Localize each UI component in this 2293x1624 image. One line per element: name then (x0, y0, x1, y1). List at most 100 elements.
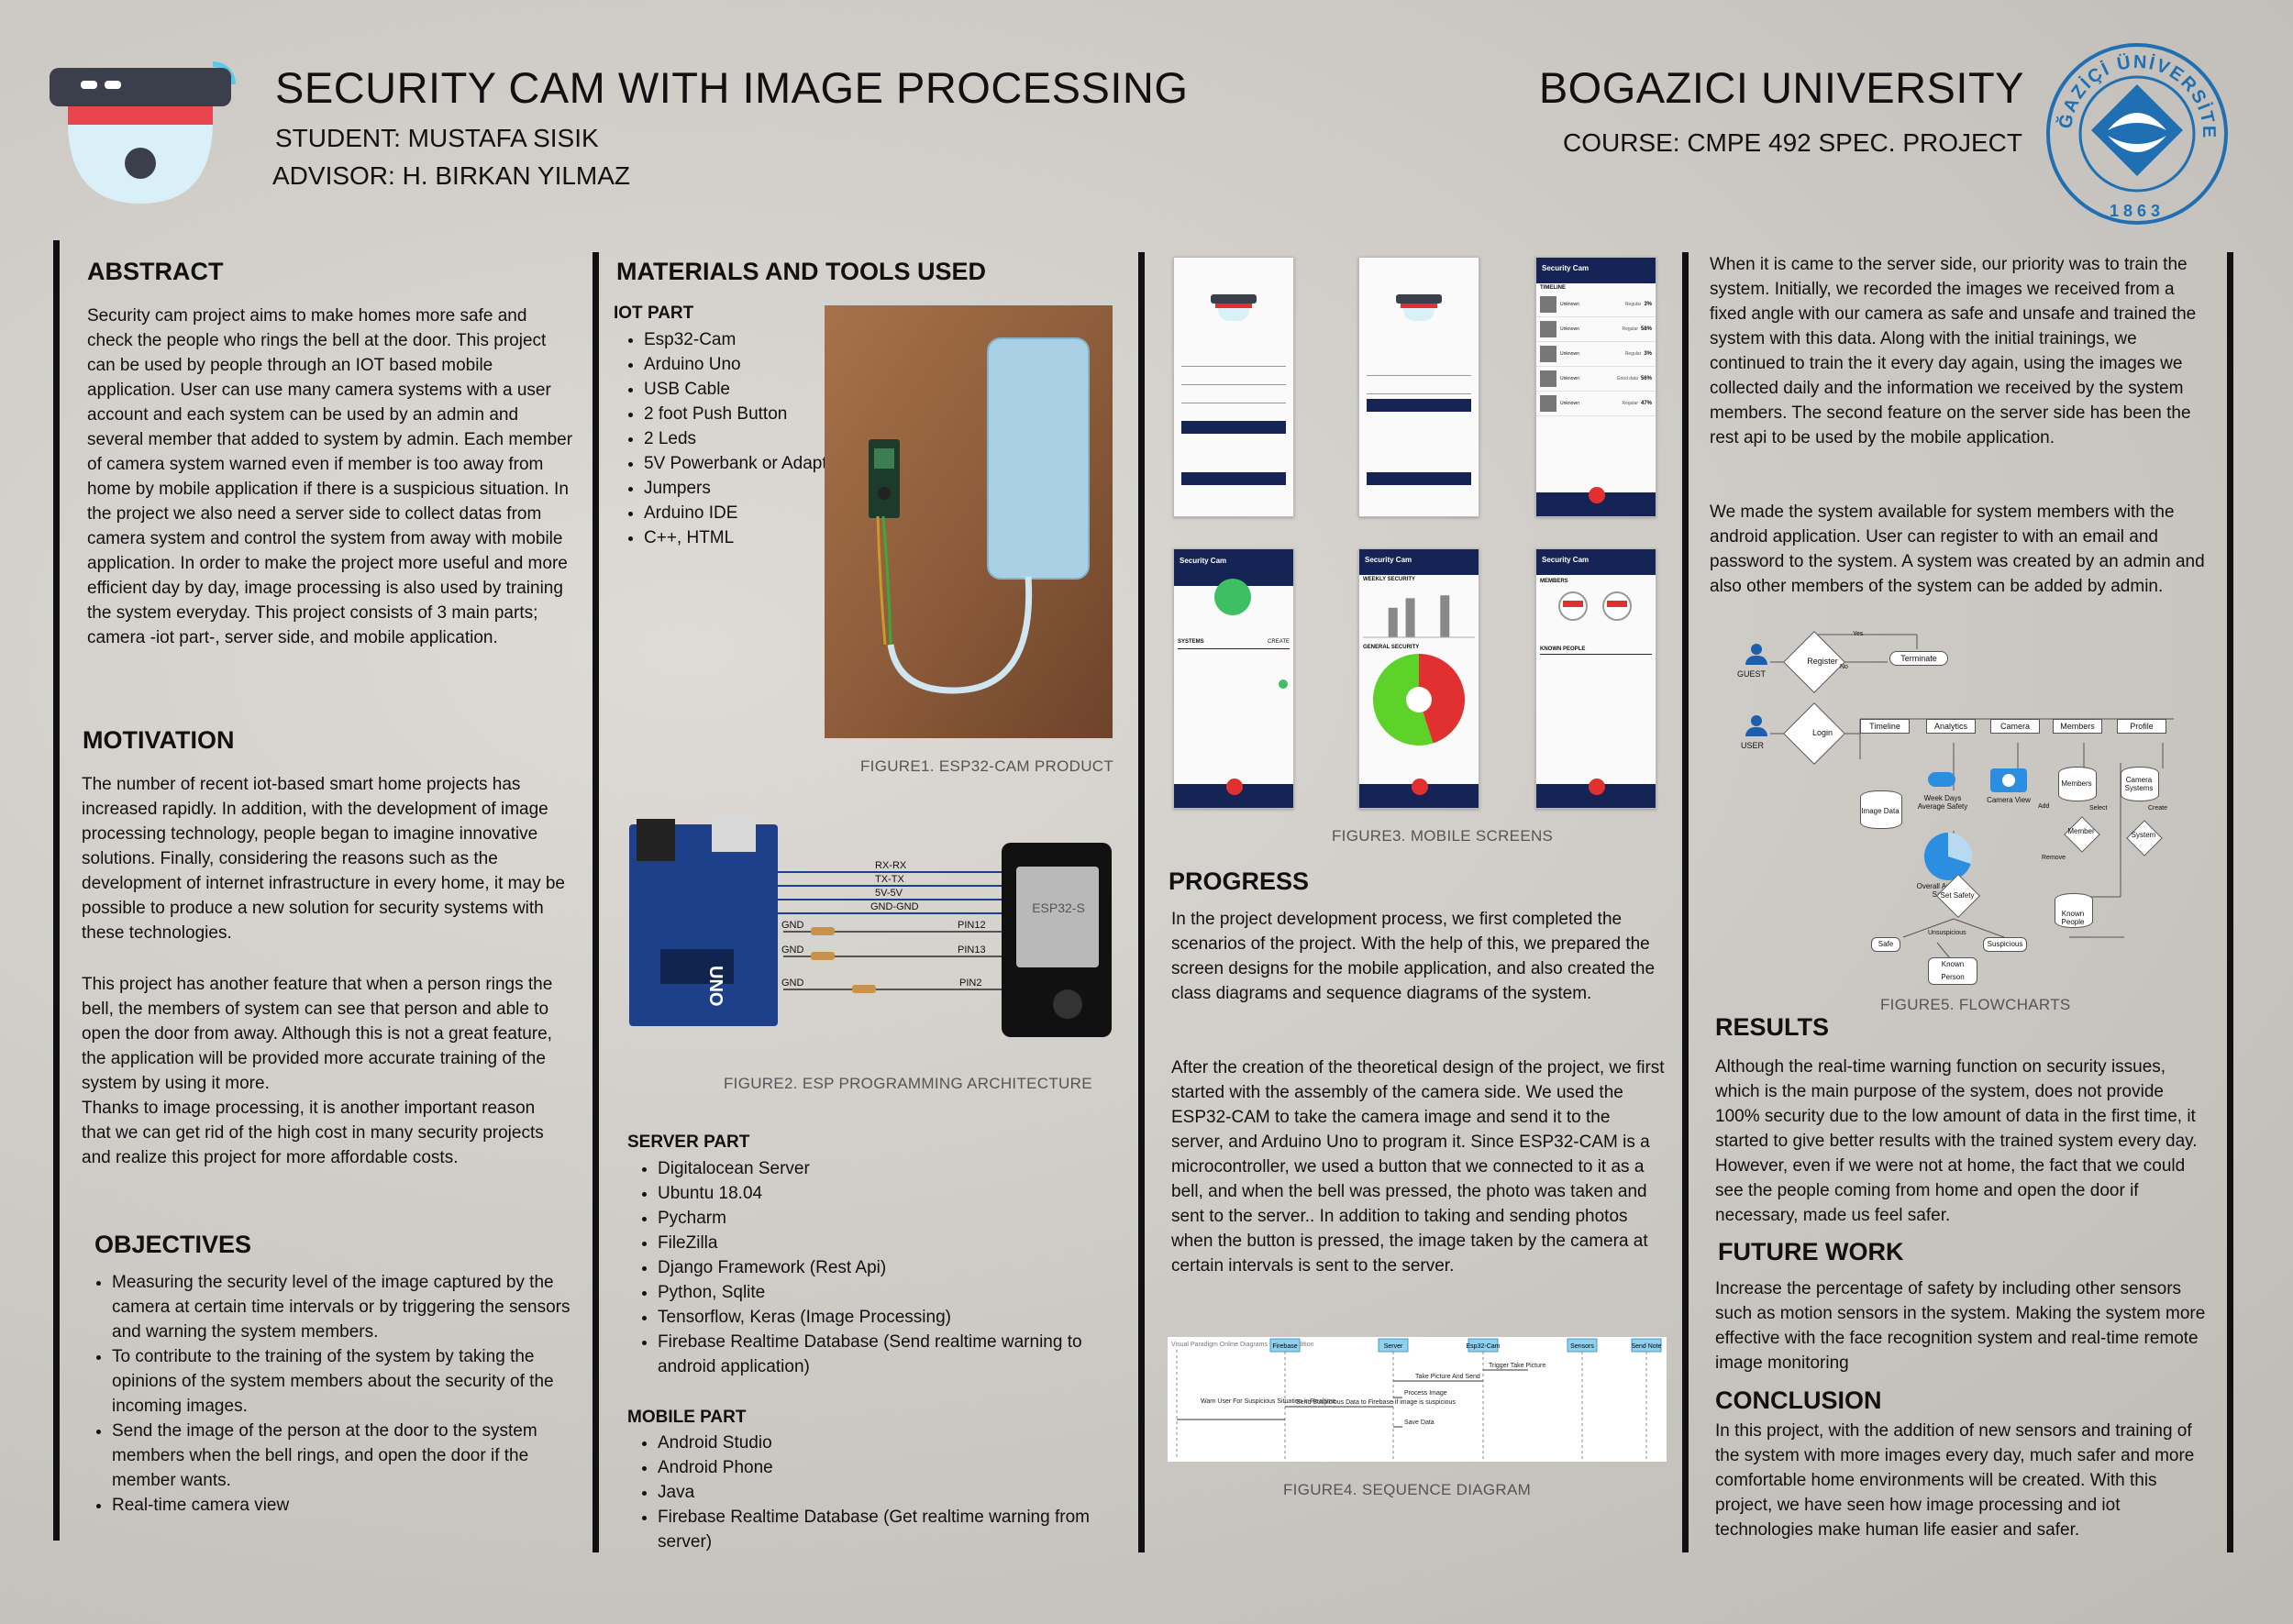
known-person-node: Known Person (1928, 957, 1977, 985)
lifeline-label: Sensors (1570, 1343, 1594, 1350)
motivation-heading: MOTIVATION (83, 726, 235, 754)
list-item: Firebase Realtime Database (Get realtime… (658, 1505, 1135, 1554)
timeline-node: Timeline (1860, 719, 1910, 734)
add-label: Add (2038, 803, 2050, 810)
list-item: Python, Sqlite (658, 1280, 1135, 1305)
flowchart-diagram: GUEST Register Terminate USER Login Time… (1724, 624, 2183, 990)
list-item: To contribute to the training of the sys… (112, 1344, 587, 1419)
analytics-screen: Security Cam WEEKLY SECURITY GENERAL SEC… (1358, 548, 1479, 809)
progress-paragraph-2: After the creation of the theoretical de… (1171, 1058, 1665, 1276)
list-item: Measuring the security level of the imag… (112, 1270, 587, 1344)
camera-view-label: Camera View (1987, 796, 2031, 804)
motivation-paragraph-2: This project has another feature that wh… (82, 975, 553, 1093)
future-work-text: Increase the percentage of safety by inc… (1715, 1279, 2206, 1373)
svg-text:UNO: UNO (705, 966, 726, 1006)
camera-icon (1990, 768, 2027, 792)
camera-node: Camera (1990, 719, 2040, 734)
svg-text:Trigger Take Picture: Trigger Take Picture (1489, 1363, 1545, 1369)
list-item: Arduino IDE (644, 501, 846, 525)
timeline-name: Unknown (1560, 376, 1579, 381)
conclusion-text: In this project, with the addition of ne… (1715, 1421, 2195, 1540)
figure5-caption: FIGURE5. FLOWCHARTS (1880, 996, 2071, 1013)
server-side-paragraph-2: We made the system available for system … (1710, 503, 2205, 596)
thumbnail (1540, 346, 1556, 362)
svg-text:Warn User For Suspicious Situa: Warn User For Suspicious Situation in Re… (1201, 1398, 1336, 1405)
timeline-name: Unknown (1560, 351, 1579, 357)
svg-text:GND: GND (781, 920, 804, 931)
list-item: Android Studio (658, 1431, 1135, 1455)
progress-heading: PROGRESS (1169, 867, 1310, 895)
pie-slice (1419, 654, 1465, 744)
register-label: Register (1807, 657, 1838, 666)
weekly-bar (1440, 595, 1450, 637)
materials-heading: MATERIALS AND TOOLS USED (616, 258, 987, 285)
members-db (2058, 767, 2097, 801)
timeline-percent: 3% (1644, 302, 1652, 307)
student-name: STUDENT: MUSTAFA SISIK (275, 124, 599, 152)
lifeline-label: Firebase (1272, 1343, 1297, 1350)
list-item: Java (658, 1480, 1135, 1505)
system-label: System (2131, 831, 2156, 839)
security-camera-icon (50, 61, 236, 204)
suspicious-node: Suspicious (1983, 937, 2027, 952)
unsuspicious-label: Unsuspicious (1928, 930, 1966, 936)
university-name: BOGAZICI UNIVERSITY (1538, 63, 2024, 112)
guest-label: GUEST (1737, 669, 1767, 679)
timeline-status: Regular (1624, 302, 1642, 307)
svg-text:PIN13: PIN13 (958, 945, 986, 956)
image-data-label: Image Data (1861, 807, 1900, 815)
pie-slice (1373, 654, 1434, 746)
objectives-list: Measuring the security level of the imag… (83, 1270, 587, 1518)
avatar (1214, 579, 1251, 615)
avatar (1602, 591, 1632, 621)
register-screen (1358, 257, 1479, 517)
timeline-percent: 58% (1640, 326, 1652, 332)
mobile-part-title: MOBILE PART (627, 1408, 747, 1427)
yes-label: Yes (1853, 631, 1864, 637)
avatar (1558, 591, 1588, 621)
pie-slice (1924, 833, 1971, 880)
esp32-cam-photo (825, 305, 1113, 738)
no-label: No (1840, 664, 1848, 670)
list-item: 2 Leds (644, 426, 846, 451)
user-icon (1745, 715, 1768, 736)
list-item: Django Framework (Rest Api) (658, 1255, 1135, 1280)
svg-text:1863: 1863 (2110, 202, 2165, 220)
app-logo-icon (1211, 294, 1257, 326)
timeline-name: Unknown (1560, 401, 1579, 406)
svg-text:Save Data: Save Data (1404, 1420, 1435, 1426)
thumbnail (1540, 395, 1556, 412)
iot-part-list: Esp32-Cam Arduino Uno USB Cable 2 foot P… (615, 327, 846, 550)
svg-text:Send Suspicious Data to Fireba: Send Suspicious Data to Firebase if imag… (1296, 1399, 1456, 1406)
svg-text:Take Picture And Send: Take Picture And Send (1415, 1374, 1480, 1380)
lifeline-label: Send Note (1631, 1343, 1661, 1350)
timeline-percent: 47% (1640, 401, 1652, 406)
objectives-heading: OBJECTIVES (94, 1231, 252, 1258)
guest-user-icon (1745, 644, 1768, 665)
list-item: Digitalocean Server (658, 1156, 1135, 1181)
svg-text:5V-5V: 5V-5V (875, 888, 903, 899)
systems-screen: Security Cam SYSTEMS CREATE (1173, 548, 1294, 809)
list-item: Real-time camera view (112, 1493, 587, 1518)
login-screen (1173, 257, 1294, 517)
image-data-db (1860, 790, 1902, 829)
pie-center (1406, 687, 1432, 713)
camera-systems-db (2121, 767, 2159, 801)
abstract-text: Security cam project aims to make homes … (87, 306, 573, 647)
list-item: 5V Powerbank or Adapter (644, 451, 846, 476)
pie-slice (1948, 833, 1972, 865)
list-item: 2 foot Push Button (644, 402, 846, 426)
safe-node: Safe (1871, 937, 1900, 952)
figure4-caption: FIGURE4. SEQUENCE DIAGRAM (1283, 1481, 1532, 1498)
general-security-pie (1373, 654, 1465, 746)
list-item: Ubuntu 18.04 (658, 1181, 1135, 1206)
column-divider (593, 252, 599, 1552)
conclusion-heading: CONCLUSION (1715, 1386, 1882, 1414)
overall-safety-pie (1924, 833, 1972, 880)
abstract-heading: ABSTRACT (87, 258, 224, 285)
